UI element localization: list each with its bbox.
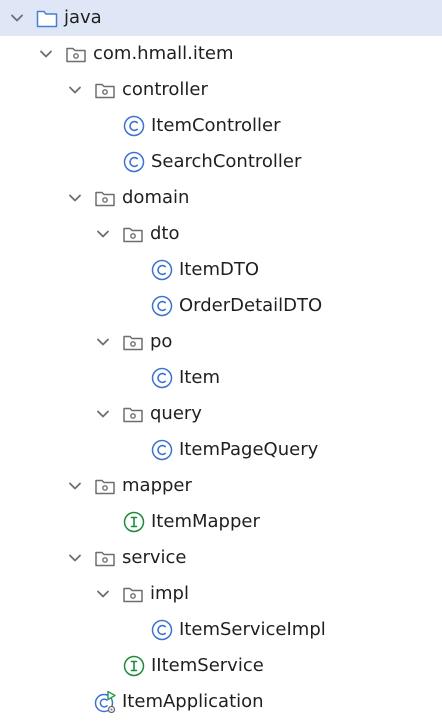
tree-item-searchcontroller[interactable]: SearchController (0, 144, 442, 180)
chevron-down-icon[interactable] (8, 9, 26, 27)
tree-item-query[interactable]: query (0, 396, 442, 432)
package-icon (123, 407, 143, 423)
tree-item-label: java (64, 7, 102, 28)
tree-item-itemmapper[interactable]: ItemMapper (0, 504, 442, 540)
package-icon (95, 479, 115, 495)
tree-item-label: ItemServiceImpl (179, 619, 326, 640)
tree-item-label: impl (150, 583, 189, 604)
chevron-down-icon[interactable] (94, 225, 112, 243)
tree-item-label: ItemDTO (179, 259, 259, 280)
tree-item-iitemservice[interactable]: IItemService (0, 648, 442, 684)
class-icon (151, 295, 173, 317)
tree-item-itempagequery[interactable]: ItemPageQuery (0, 432, 442, 468)
tree-item-controller[interactable]: controller (0, 72, 442, 108)
tree-item-label: OrderDetailDTO (179, 295, 323, 316)
package-icon (123, 587, 143, 603)
chevron-down-icon[interactable] (94, 585, 112, 603)
chevron-down-icon[interactable] (66, 81, 84, 99)
package-icon (123, 335, 143, 351)
class-icon (151, 259, 173, 281)
tree-item-itemserviceimpl[interactable]: ItemServiceImpl (0, 612, 442, 648)
tree-item-label: mapper (122, 475, 192, 496)
tree-item-service[interactable]: service (0, 540, 442, 576)
tree-item-itemapplication[interactable]: ItemApplication (0, 684, 442, 720)
tree-item-label: com.hmall.item (93, 43, 234, 64)
tree-item-orderdetaildto[interactable]: OrderDetailDTO (0, 288, 442, 324)
tree-item-java[interactable]: java (0, 0, 442, 36)
package-icon (123, 227, 143, 243)
package-icon (95, 83, 115, 99)
chevron-down-icon[interactable] (94, 405, 112, 423)
chevron-down-icon[interactable] (66, 189, 84, 207)
interface-icon (123, 511, 145, 533)
tree-item-dto[interactable]: dto (0, 216, 442, 252)
tree-item-domain[interactable]: domain (0, 180, 442, 216)
class-icon (123, 151, 145, 173)
interface-icon (123, 655, 145, 677)
tree-item-mapper[interactable]: mapper (0, 468, 442, 504)
tree-item-label: service (122, 547, 187, 568)
class-icon (151, 439, 173, 461)
tree-item-po[interactable]: po (0, 324, 442, 360)
class-icon (151, 619, 173, 641)
tree-item-label: ItemMapper (151, 511, 260, 532)
tree-item-label: ItemPageQuery (179, 439, 319, 460)
tree-item-label: dto (150, 223, 180, 244)
tree-item-label: domain (122, 187, 190, 208)
tree-item-itemdto[interactable]: ItemDTO (0, 252, 442, 288)
tree-item-label: SearchController (151, 151, 302, 172)
chevron-down-icon[interactable] (37, 45, 55, 63)
class-icon (151, 367, 173, 389)
class-icon (123, 115, 145, 137)
tree-item-label: controller (122, 79, 208, 100)
package-icon (66, 47, 86, 63)
package-icon (95, 551, 115, 567)
tree-item-label: query (150, 403, 202, 424)
chevron-down-icon[interactable] (66, 477, 84, 495)
folder-icon (36, 10, 58, 28)
tree-item-itemcontroller[interactable]: ItemController (0, 108, 442, 144)
tree-item-label: ItemController (151, 115, 281, 136)
package-icon (95, 191, 115, 207)
chevron-down-icon[interactable] (94, 333, 112, 351)
tree-item-com-hmall-item[interactable]: com.hmall.item (0, 36, 442, 72)
tree-item-item[interactable]: Item (0, 360, 442, 396)
tree-item-impl[interactable]: impl (0, 576, 442, 612)
chevron-down-icon[interactable] (66, 549, 84, 567)
tree-item-label: IItemService (151, 655, 264, 676)
tree-item-label: Item (179, 367, 220, 388)
tree-item-label: po (150, 331, 173, 352)
spring-boot-class-icon (94, 690, 116, 714)
tree-item-label: ItemApplication (122, 691, 264, 712)
